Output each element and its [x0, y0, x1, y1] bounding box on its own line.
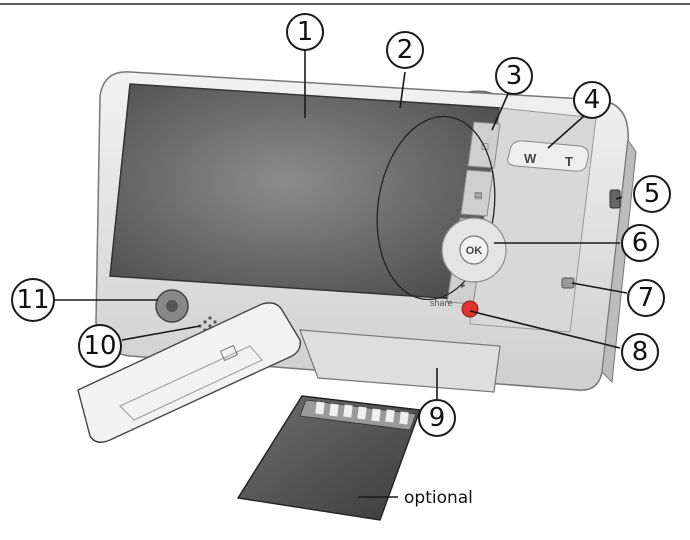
- svg-text:6: 6: [632, 228, 649, 258]
- zoom-tele-label: T: [565, 154, 573, 169]
- svg-text:5: 5: [644, 179, 661, 209]
- side-button[interactable]: [460, 169, 494, 217]
- sd-card: [236, 395, 421, 521]
- usb-port: [609, 189, 621, 209]
- battery-door: [77, 302, 302, 443]
- callout-2: 2: [386, 31, 424, 69]
- callout-11: 11: [11, 278, 55, 322]
- side-button-icon: ▸: [461, 280, 466, 290]
- callout-8: 8: [621, 333, 659, 371]
- svg-text:9: 9: [429, 403, 446, 433]
- side-button-icon: ▤: [474, 190, 483, 200]
- callout-7: 7: [627, 279, 665, 317]
- svg-text:8: 8: [632, 337, 649, 367]
- battery-door-detail: [119, 345, 263, 421]
- ok-button[interactable]: [459, 235, 489, 265]
- callout-4: 4: [573, 81, 611, 119]
- callout-10: 10: [78, 324, 122, 368]
- svg-text:11: 11: [16, 285, 49, 315]
- svg-text:3: 3: [506, 61, 523, 91]
- svg-text:2: 2: [397, 35, 414, 65]
- share-label: share: [430, 298, 453, 308]
- svg-text:4: 4: [584, 85, 601, 115]
- callout-6: 6: [621, 224, 659, 262]
- card-note: optional: [404, 488, 473, 508]
- zoom-button[interactable]: [507, 140, 589, 172]
- callout-5: 5: [633, 175, 671, 213]
- callout-3: 3: [495, 57, 533, 95]
- card-compartment: [299, 329, 501, 393]
- zoom-wide-label: W: [524, 151, 537, 166]
- callout-1: 1: [286, 13, 324, 51]
- share-button[interactable]: [461, 300, 479, 318]
- callout-9: 9: [418, 399, 456, 437]
- side-buttons-outline: [376, 115, 496, 301]
- door-icon: [219, 344, 239, 362]
- svg-text:10: 10: [83, 331, 116, 361]
- svg-text:7: 7: [638, 283, 655, 313]
- camera-side: [601, 138, 637, 384]
- svg-text:1: 1: [297, 17, 314, 47]
- tripod-socket-inner: [166, 300, 178, 312]
- leader-lines: [55, 50, 628, 498]
- ok-label: OK: [466, 245, 483, 257]
